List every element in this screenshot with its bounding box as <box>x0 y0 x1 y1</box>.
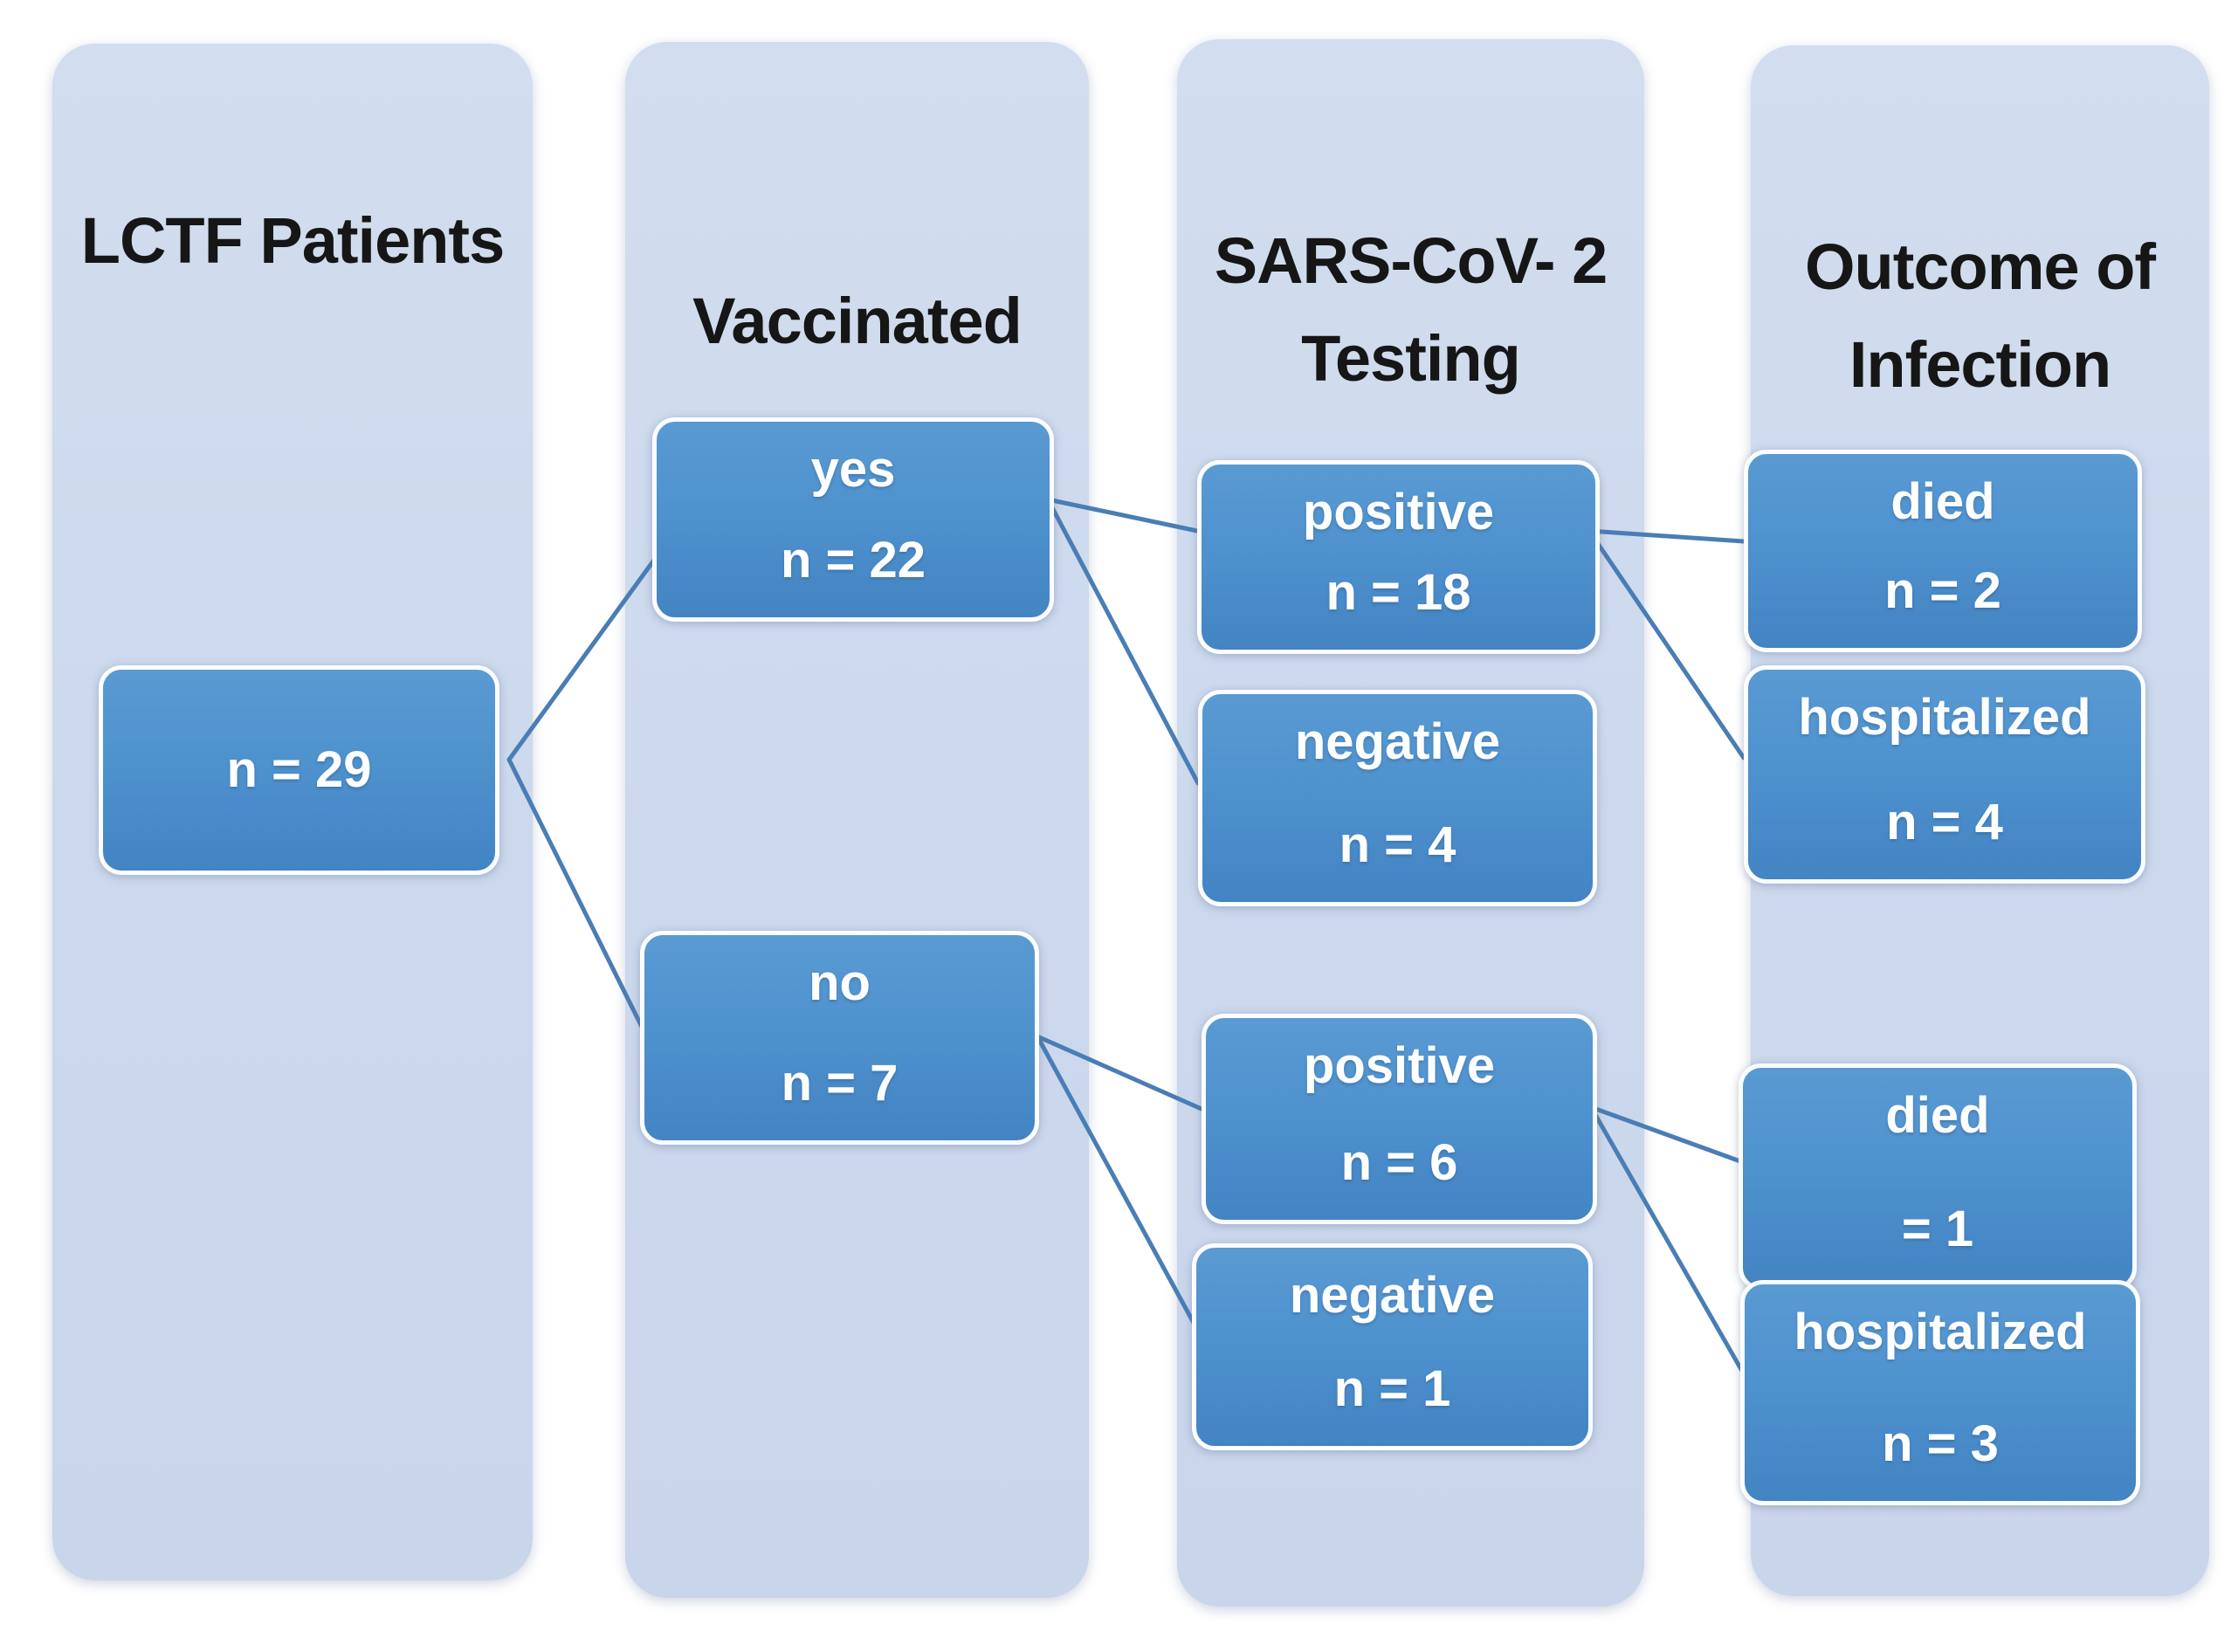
node-count: n = 1 <box>1333 1360 1451 1417</box>
node-vaccinated-yes: yes n = 22 <box>652 417 1054 622</box>
node-label: died <box>1885 1087 1990 1144</box>
column-header-outcome-of-infection: Outcome of Infection <box>1751 218 2209 414</box>
node-died-2: died n = 2 <box>1744 450 2142 652</box>
node-label: negative <box>1294 713 1501 770</box>
node-negative-1: negative n = 1 <box>1192 1243 1593 1450</box>
header-line: Infection <box>1849 328 2111 401</box>
node-label: hospitalized <box>1794 1304 2087 1360</box>
node-count: n = 7 <box>781 1055 899 1112</box>
node-n29: n = 29 <box>99 665 499 875</box>
node-count: n = 4 <box>1339 816 1456 873</box>
node-hospitalized-4: hospitalized n = 4 <box>1744 665 2145 884</box>
node-label: positive <box>1302 484 1495 540</box>
node-count: n = 22 <box>780 532 926 589</box>
node-label: died <box>1890 473 1995 530</box>
node-count: n = 6 <box>1340 1134 1458 1191</box>
header-line: SARS-CoV- <box>1214 224 1556 297</box>
node-label: negative <box>1289 1267 1496 1324</box>
node-negative-4: negative n = 4 <box>1198 690 1597 906</box>
node-label: no <box>809 954 871 1011</box>
node-label: hospitalized <box>1798 689 2091 746</box>
node-count: n = 3 <box>1882 1415 1999 1472</box>
node-positive-18: positive n = 18 <box>1197 460 1600 654</box>
node-n29-value: n = 29 <box>226 741 372 798</box>
column-header-lctf-patients: LCTF Patients <box>52 192 533 290</box>
node-count: = 1 <box>1901 1201 1974 1257</box>
node-died-1: died = 1 <box>1739 1063 2137 1291</box>
header-line: LCTF <box>80 204 244 277</box>
node-vaccinated-no: no n = 7 <box>640 931 1039 1145</box>
node-count: n = 2 <box>1884 562 2001 619</box>
node-count: n = 4 <box>1886 794 2003 850</box>
column-vaccinated: Vaccinated <box>625 42 1089 1598</box>
node-hospitalized-3: hospitalized n = 3 <box>1740 1280 2140 1505</box>
column-header-vaccinated: Vaccinated <box>625 272 1089 370</box>
node-label: yes <box>810 441 896 498</box>
column-header-sars-cov-2-testing: SARS-CoV- 2 Testing <box>1177 212 1644 408</box>
node-count: n = 18 <box>1326 564 1471 621</box>
header-line: Vaccinated <box>692 285 1023 357</box>
node-label: positive <box>1303 1037 1496 1094</box>
header-line: Outcome of <box>1804 231 2156 303</box>
header-line: Patients <box>259 204 505 277</box>
header-line: 2 Testing <box>1301 224 1608 395</box>
node-positive-6: positive n = 6 <box>1202 1014 1597 1224</box>
